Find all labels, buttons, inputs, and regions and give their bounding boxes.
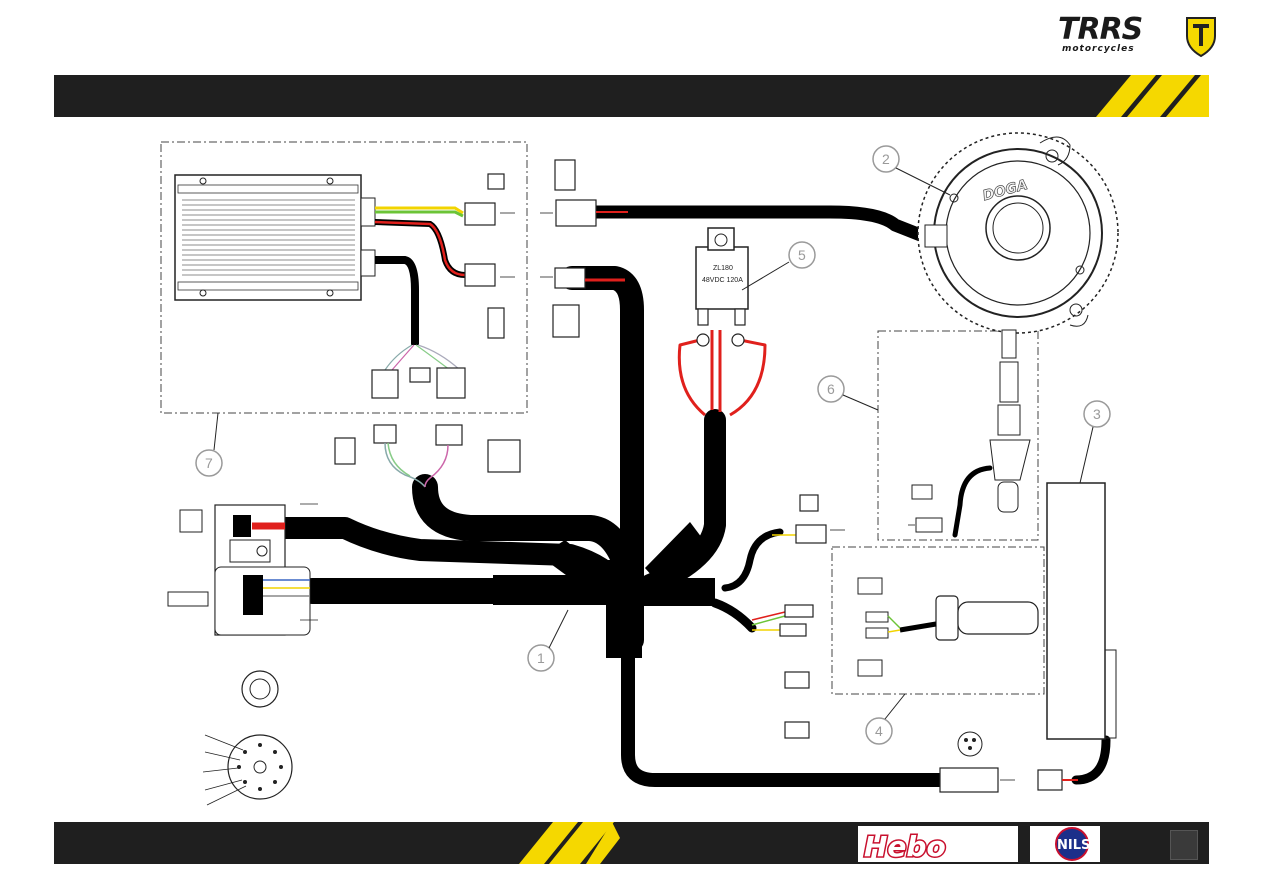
callout-7: 7: [205, 455, 213, 471]
group-boxes: [160, 141, 1045, 695]
round-connector-top: [241, 670, 279, 708]
callout-4: 4: [875, 723, 883, 739]
nils-logo-text: NILS: [1057, 838, 1090, 853]
wire-yellow: [375, 206, 464, 215]
throttle-group-box: [831, 546, 1045, 695]
callout-labels: 1 2 3 4 5 6 7: [205, 151, 1101, 739]
round-connector-pinout: [227, 734, 293, 800]
sensor-group-box: [877, 330, 1039, 541]
controller-group-box: [160, 141, 528, 414]
header-bar: [54, 75, 1209, 117]
footer-stripes: [519, 822, 620, 864]
controller-connectors: [371, 173, 505, 399]
harness-junction: [493, 522, 715, 658]
speed-sensor: [911, 329, 1031, 533]
brand-name: TRRS: [1058, 12, 1143, 47]
callout-circles: [195, 145, 1111, 745]
key-switch: [167, 504, 311, 636]
motor-controller: [174, 174, 376, 301]
brand-tagline: motorcycles: [1062, 44, 1135, 54]
page-number-box: [1170, 830, 1198, 860]
controller-signal-cable: [375, 256, 419, 345]
dashboard-connector: [939, 767, 1063, 793]
callout-3: 3: [1093, 406, 1101, 422]
wire-green: [375, 210, 464, 218]
wire-red-phase: [374, 220, 466, 277]
shield-icon: [1186, 17, 1216, 58]
header-stripes: [1096, 75, 1209, 117]
harness-end-connectors: [779, 494, 827, 739]
callout-5: 5: [798, 247, 806, 263]
switch-wires: [263, 579, 310, 597]
relay: ZL180 48VDC 120A: [695, 227, 749, 310]
throttle-grip: [857, 577, 1039, 677]
hebo-logo-text: Hebo: [864, 830, 946, 863]
callout-6: 6: [827, 381, 835, 397]
hebo-logo: Hebo: [858, 826, 1018, 865]
small-round-connector: [957, 731, 983, 757]
trrs-logo: TRRS motorcycles: [1058, 14, 1178, 58]
dashboard-unit: [1046, 482, 1117, 740]
callout-1: 1: [537, 650, 545, 666]
relay-terminals: [696, 308, 746, 347]
pointer-arrows: [300, 212, 1015, 781]
mating-connectors: [334, 159, 597, 473]
callout-leaders: [213, 167, 1094, 720]
throttle-wires: [751, 534, 901, 633]
nils-logo: NILS: [1030, 826, 1100, 862]
loom-wires: [384, 442, 449, 488]
wire-black-phase: [374, 219, 466, 278]
pinout-leaders: [202, 734, 247, 806]
relay-wires: [677, 330, 767, 417]
relay-model: ZL180: [713, 265, 733, 272]
doga-motor: DOGA: [917, 132, 1119, 334]
callout-2: 2: [882, 151, 890, 167]
signal-wires: [384, 344, 461, 371]
relay-rating: 48VDC 120A: [702, 277, 743, 284]
